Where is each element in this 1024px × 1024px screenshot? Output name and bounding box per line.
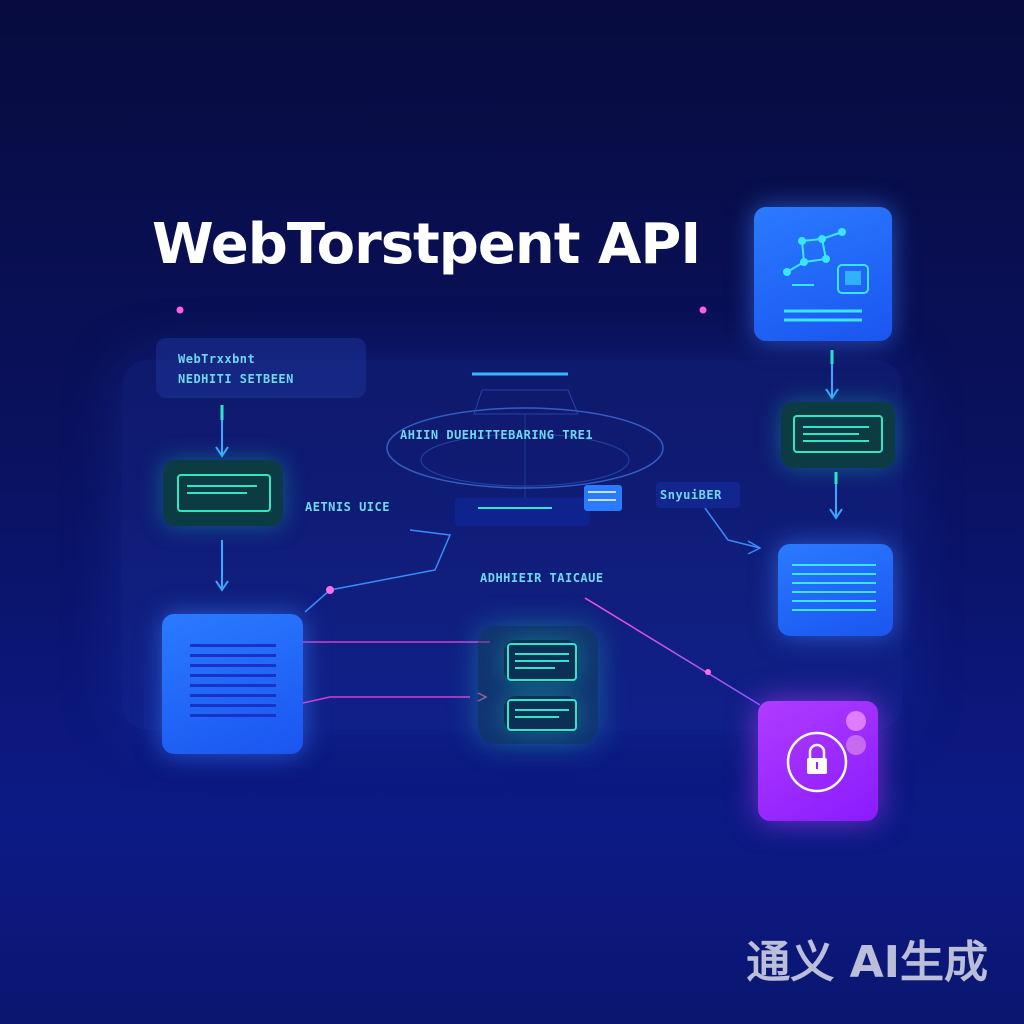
node-green-left[interactable] [163, 460, 283, 526]
center-bar-blue [584, 485, 622, 511]
connector-to-lock [584, 597, 761, 706]
connector-left-mid-dot [326, 586, 334, 594]
label-right-mid-box [656, 482, 740, 508]
center-bar-dark [455, 498, 590, 526]
label-top-left-line1: WebTrxxbnt [178, 352, 256, 366]
lock-icon [786, 731, 848, 793]
connector-left-mid [304, 529, 452, 613]
label-center: AHIIN DUEHITTEBARING TRE1 [400, 428, 594, 442]
node-document-right[interactable] [778, 544, 893, 636]
connector-right-mid-head [747, 540, 762, 555]
label-left-mid: AETNIS UICE [305, 500, 390, 514]
arrow-topright-to-green-head [825, 388, 839, 400]
node-document-left[interactable] [162, 614, 303, 754]
connector-to-lock-dot [705, 669, 711, 675]
arrow-green-to-blue-head [215, 580, 229, 592]
page-title: WebTorstpent API [152, 212, 701, 277]
label-center-lower: ADHHIEIR TAICAUE [480, 571, 604, 585]
label-box-top-left [156, 338, 366, 398]
hub-frame [473, 389, 579, 415]
document-lines [190, 644, 276, 717]
node-network-top-right[interactable] [754, 207, 892, 341]
title-underline-dot-right [699, 306, 707, 314]
label-right-mid: SnyuiBER [660, 488, 722, 502]
title-underline-dot-left [176, 306, 184, 314]
connector-doc-to-green-bottom-head [477, 692, 488, 702]
arrow-label-to-green-head [215, 446, 229, 458]
node-lock[interactable] [758, 701, 878, 821]
node-green-center-top[interactable] [504, 640, 578, 682]
watermark: 通义 AI生成 [746, 937, 988, 988]
connector-right-mid [704, 507, 761, 549]
network-graph-icon [783, 228, 869, 322]
connector-doc-to-green-bottom [302, 696, 470, 704]
node-green-left-frame [177, 474, 271, 512]
node-green-center-bottom[interactable] [504, 696, 578, 732]
node-lock-dot-bottom [846, 735, 866, 755]
arrow-green-to-blue-right-head [829, 508, 843, 520]
node-lock-dot-top [846, 711, 866, 731]
document-right-lines [792, 564, 876, 611]
label-top-left-line2: NEDHITI SETBEEN [178, 372, 294, 386]
node-green-right[interactable] [781, 402, 895, 468]
